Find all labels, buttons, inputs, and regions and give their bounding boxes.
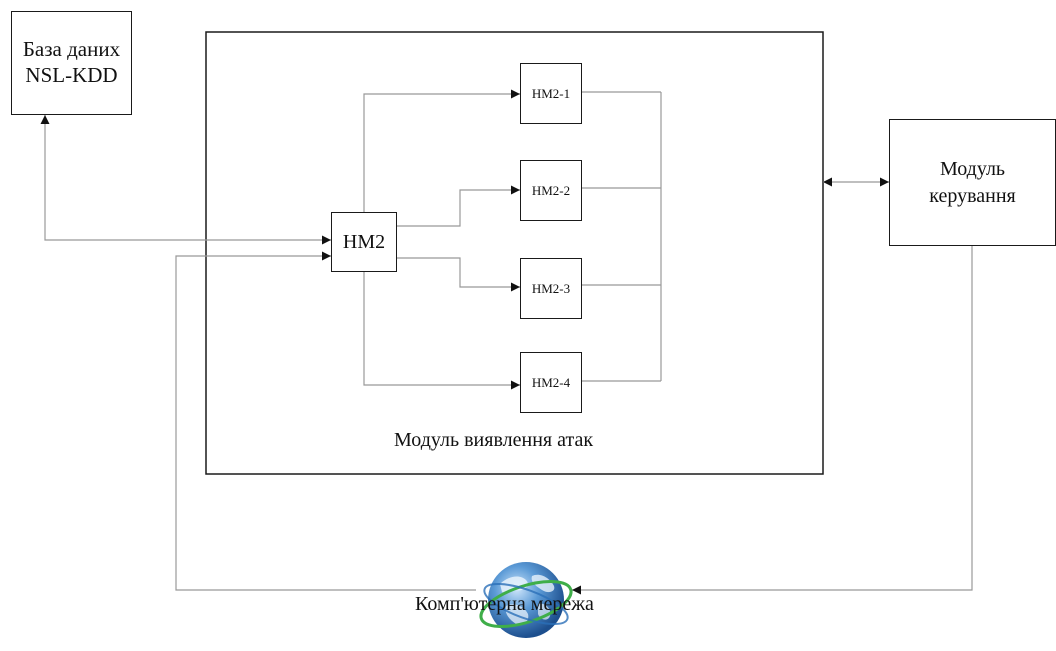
hm2-3-label: НМ2-3: [531, 280, 571, 296]
hm2-1-label: НМ2-1: [531, 85, 571, 101]
globe-icon: [479, 562, 573, 638]
hm2-2-box: НМ2-2: [520, 160, 582, 221]
detection-module-frame: [205, 31, 824, 475]
network-label: Комп'ютерна мережа: [415, 593, 594, 615]
hm2-to-hm2-2-line: [397, 185, 520, 227]
hm2-2-label: НМ2-2: [531, 182, 571, 198]
network-to-hm2-line: [175, 251, 476, 591]
hm2-1-box: НМ2-1: [520, 63, 582, 124]
hm2-label: НМ2: [342, 230, 386, 253]
control-module-box: Модуль керування: [889, 119, 1056, 246]
database-name: NSL-KDD: [25, 63, 118, 87]
hm2-3-box: НМ2-3: [520, 258, 582, 319]
db-to-hm2-line: [40, 115, 331, 245]
database-box: База даних NSL-KDD: [11, 11, 132, 115]
control-to-network-line: [572, 246, 973, 595]
detection-module-label: Модуль виявлення атак: [394, 429, 594, 451]
hm2-to-hm2-4-line: [363, 272, 520, 390]
hm2-4-label: НМ2-4: [531, 374, 571, 390]
hm2-box: НМ2: [331, 212, 397, 272]
control-module-line1: Модуль: [939, 157, 1006, 180]
database-title: База даних: [22, 37, 121, 62]
hm2-to-hm2-1-line: [363, 89, 520, 212]
hm2-to-hm2-3-line: [397, 257, 520, 292]
control-module-line2: керування: [929, 184, 1016, 207]
hm2-4-box: НМ2-4: [520, 352, 582, 413]
